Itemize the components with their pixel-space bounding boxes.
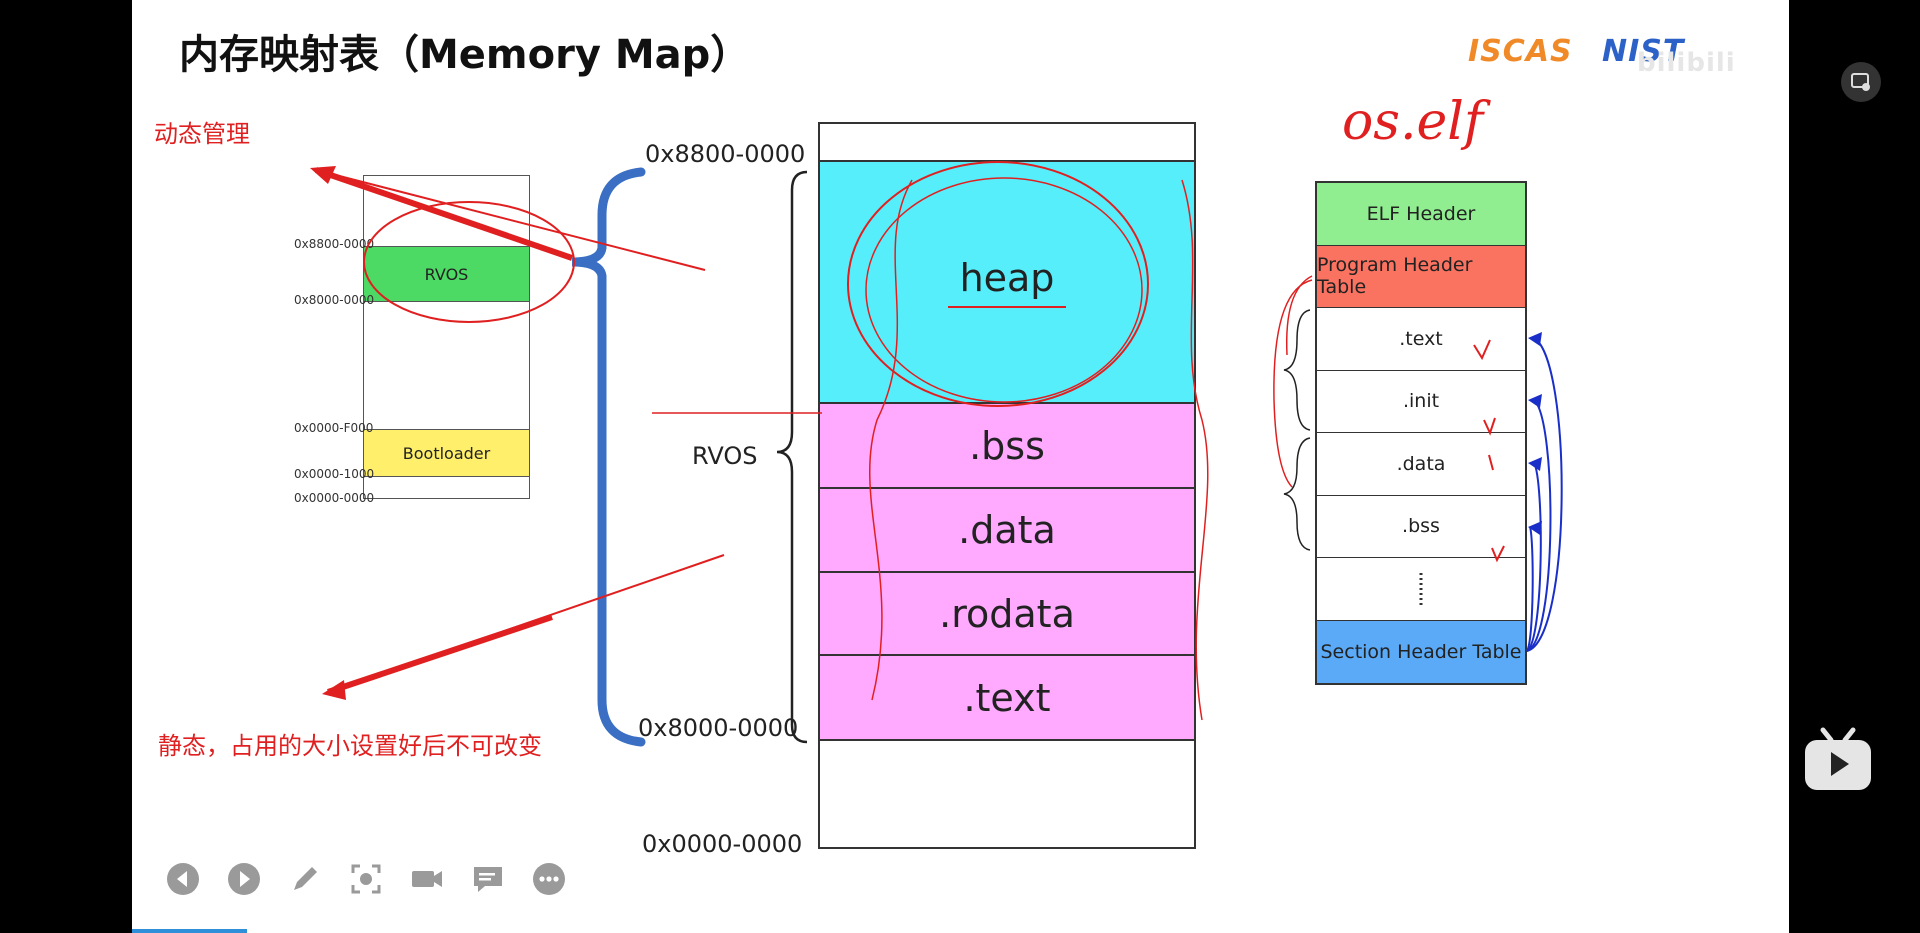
comment-icon (474, 867, 502, 892)
red-scribble-line (868, 179, 913, 701)
dynamic-note: 动态管理 (154, 120, 250, 148)
blue-arrow-line (1526, 337, 1563, 652)
small-addr-label: 0x0000-1000 (294, 467, 375, 481)
elf-row-init: .init (1317, 371, 1525, 433)
elf-row-label: .bss (1402, 515, 1440, 538)
elf-row-label: .data (1396, 452, 1446, 475)
comment-button[interactable] (471, 862, 505, 896)
previous-button[interactable] (166, 862, 200, 896)
annotation-overlay (310, 161, 1563, 747)
section-bss: .bss (820, 404, 1194, 489)
red-arrow-line (315, 167, 573, 261)
camera-icon (412, 871, 442, 887)
bilibili-tv-button[interactable] (1803, 726, 1873, 796)
elf-file-table: ELF Header Program Header Table .text .i… (1315, 181, 1527, 685)
elf-row-label: ELF Header (1366, 202, 1476, 225)
small-addr-label: 0x0000-0000 (294, 491, 375, 505)
red-arrow-head-icon (322, 680, 346, 700)
rvos-brace-icon (776, 170, 808, 744)
section-heap: heap (820, 162, 1194, 404)
playback-progress-bar[interactable] (132, 929, 247, 933)
section-label: .data (958, 508, 1056, 552)
red-arrow-line (1273, 279, 1313, 488)
elf-row-text: .text (1317, 308, 1525, 371)
blue-arrow-line (1526, 462, 1542, 652)
section-text: .text (820, 656, 1194, 741)
elf-brace-icon (1283, 437, 1311, 551)
section-label: heap (947, 256, 1067, 308)
small-addr-label: 0x8000-0000 (294, 293, 375, 307)
big-addr-middle: 0x8000-0000 (638, 714, 799, 742)
screenshot-icon (351, 864, 381, 894)
pen-icon (294, 867, 317, 890)
more-button[interactable] (532, 862, 566, 896)
bilibili-floating-button[interactable] (1841, 62, 1881, 106)
red-check-icon (1488, 454, 1494, 471)
blue-arrow-head-icon (1528, 457, 1542, 471)
handwritten-os-elf: os.elf (1342, 92, 1484, 152)
section-data: .data (820, 489, 1194, 573)
red-arrow-line (1285, 275, 1313, 356)
slide: 内存映射表（Memory Map） ISCAS NIST bilibili 动态… (132, 0, 1789, 933)
big-addr-top: 0x8800-0000 (645, 140, 806, 168)
elf-row-ellipsis (1317, 558, 1525, 621)
big-memory-map: heap .bss .data .rodata .text (818, 122, 1196, 849)
top-empty-region (820, 124, 1194, 162)
elf-row-label: .text (1399, 327, 1443, 350)
vertical-ellipsis-icon (1419, 572, 1423, 605)
red-arrow-line (327, 614, 553, 695)
static-note: 静态，占用的大小设置好后不可改变 (158, 732, 542, 760)
small-block-label: Bootloader (402, 443, 491, 463)
elf-brace-icon (1283, 309, 1311, 431)
small-block-rvos: RVOS (364, 246, 529, 302)
small-block-bootloader: Bootloader (364, 429, 529, 477)
small-memory-map: RVOS Bootloader (363, 175, 530, 499)
previous-icon (167, 863, 199, 895)
elf-row-section-header: Section Header Table (1317, 620, 1525, 683)
small-addr-label: 0x8800-0000 (294, 237, 375, 251)
elf-row-elf-header: ELF Header (1317, 183, 1525, 246)
iscas-logo: ISCAS (1468, 34, 1573, 69)
red-scribble-circle (865, 177, 1143, 403)
rvos-brace-label: RVOS (692, 442, 758, 470)
section-label: .bss (969, 423, 1045, 468)
elf-row-label: Section Header Table (1320, 640, 1522, 663)
picture-in-picture-icon (1841, 62, 1881, 102)
elf-row-label: .init (1402, 390, 1440, 413)
red-scribble-circle (847, 161, 1149, 407)
camera-button[interactable] (410, 862, 444, 896)
blue-arrow-head-icon (1528, 521, 1542, 535)
elf-row-data: .data (1317, 433, 1525, 496)
section-label: .text (963, 675, 1051, 720)
small-block-label: RVOS (424, 264, 469, 284)
blue-arrow-head-icon (1528, 332, 1542, 346)
elf-row-program-header: Program Header Table (1317, 245, 1525, 308)
red-arrow-line (315, 169, 706, 271)
screenshot-button[interactable] (349, 862, 383, 896)
more-icon (533, 863, 565, 895)
big-addr-bottom: 0x0000-0000 (642, 830, 803, 858)
bilibili-tv-icon (1805, 727, 1871, 790)
next-button[interactable] (227, 862, 261, 896)
nist-logo: NIST (1602, 34, 1685, 69)
elf-row-bss: .bss (1317, 496, 1525, 558)
pen-button[interactable] (288, 862, 322, 896)
red-check-icon (1473, 339, 1491, 361)
next-icon (228, 863, 260, 895)
bilibili-watermark: bilibili (1637, 48, 1736, 78)
blue-arrow-line (1526, 526, 1534, 652)
blue-arrow-line (1526, 399, 1552, 652)
blue-brace-icon (571, 167, 646, 747)
red-scribble-circle (363, 201, 575, 323)
slide-title: 内存映射表（Memory Map） (179, 32, 751, 78)
elf-row-label: Program Header Table (1317, 254, 1473, 299)
presentation-toolbar (166, 862, 566, 896)
red-check-icon (1483, 417, 1496, 436)
blue-arrow-head-icon (1528, 394, 1542, 408)
red-arrow-head-icon (310, 166, 336, 184)
small-addr-label: 0x0000-F000 (294, 421, 374, 435)
red-check-icon (1491, 545, 1505, 563)
section-label: .rodata (939, 591, 1075, 636)
red-scribble-line (1181, 179, 1209, 721)
